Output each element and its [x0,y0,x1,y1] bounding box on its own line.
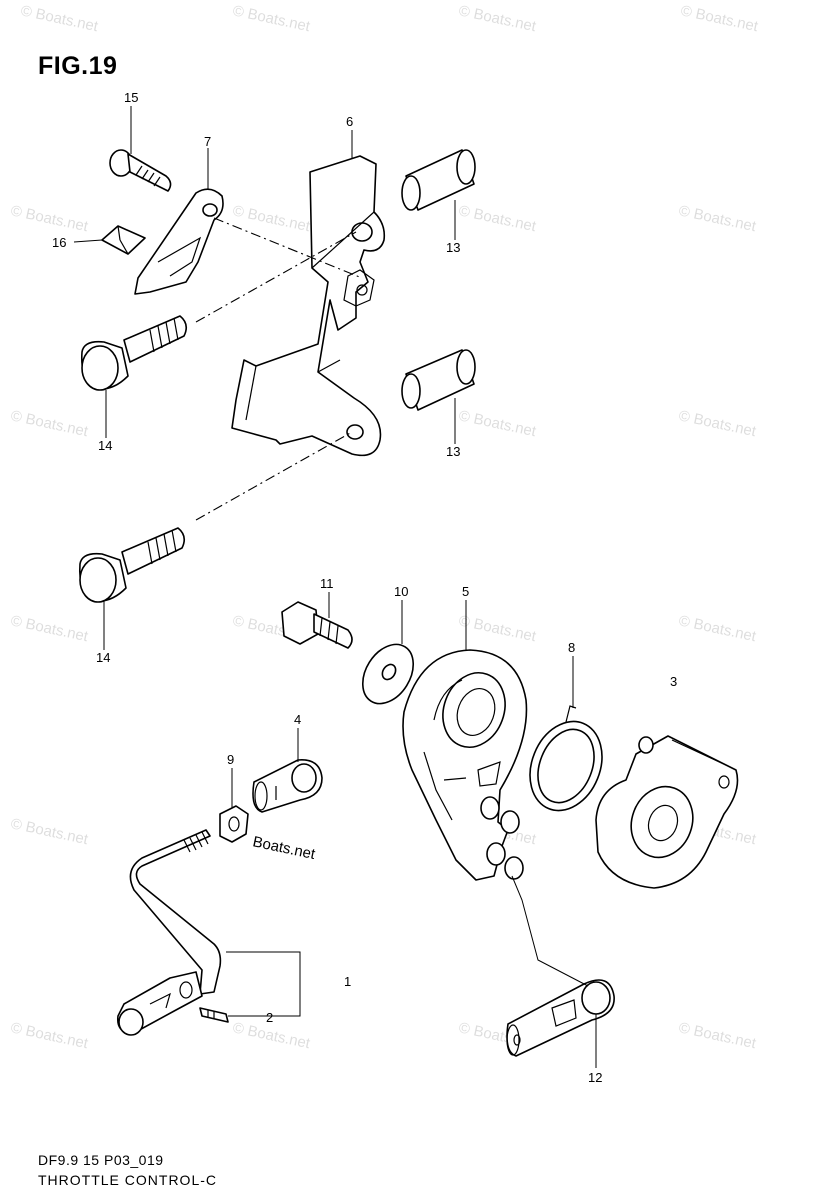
watermark: © Boats.net [457,202,538,235]
part-8-spring [529,705,603,812]
watermark: © Boats.net [9,1019,90,1052]
callout-12: 12 [588,1070,602,1085]
callout-14: 14 [96,650,110,665]
part-12-rod-end [506,979,615,1057]
part-13-spacer-lower [401,349,476,411]
callout-16: 16 [52,235,66,250]
part-3-cover [595,735,739,889]
watermark: © Boats.net [457,2,538,35]
part-2-pin [199,1007,229,1023]
watermark: © Boats.net [231,2,312,35]
watermark: © Boats.net [19,2,100,35]
callout-8: 8 [568,640,575,655]
part-13-spacer-upper [401,149,476,211]
callout-6: 6 [346,114,353,129]
callout-14: 14 [98,438,112,453]
watermark: © Boats.net [677,202,758,235]
part-5-throttle-cam [402,649,528,881]
callout-13: 13 [446,240,460,255]
watermark: © Boats.net [457,612,538,645]
callout-2: 2 [266,1010,273,1025]
watermark: © Boats.net [457,407,538,440]
part-7-link-plate [134,188,224,295]
watermark: © Boats.net [677,1019,758,1052]
callout-7: 7 [204,134,211,149]
linkage-line [511,875,589,987]
figure-title: FIG.19 [38,52,118,80]
callout-10: 10 [394,584,408,599]
callout-3: 3 [670,674,677,689]
watermark: © Boats.net [9,815,90,848]
watermark: © Boats.net [677,407,758,440]
leader-lines [73,106,597,1068]
callout-15: 15 [124,90,138,105]
alignment-line [195,431,353,521]
part-10-washer [361,643,415,705]
inline-watermark: Boats.net [251,833,317,863]
watermark: © Boats.net [677,612,758,645]
callout-5: 5 [462,584,469,599]
part-6-bracket [231,155,386,457]
part-1-throttle-rod [116,829,222,1036]
callout-13: 13 [446,444,460,459]
callout-labels: 15 7 6 16 13 13 14 14 11 10 5 8 3 4 9 1 … [52,90,677,1085]
part-9-nut [219,805,249,843]
callout-4: 4 [294,712,301,727]
watermark: © Boats.net [9,407,90,440]
part-4-rod-end [252,759,323,813]
part-14-bolt-upper [80,315,188,391]
watermark: © Boats.net [9,202,90,235]
figure-code: DF9.9 15 P03_019 [38,1152,164,1168]
watermark: © Boats.net [9,612,90,645]
part-15-bolt [109,149,172,192]
callout-1: 1 [344,974,351,989]
part-11-flange-bolt [281,601,353,649]
alignment-line [213,217,363,279]
part-14-bolt-lower [78,527,186,603]
callout-11: 11 [320,576,334,591]
callout-9: 9 [227,752,234,767]
figure-caption: THROTTLE CONTROL-C [38,1172,217,1188]
part-16-key [101,225,146,255]
watermark: © Boats.net [231,202,312,235]
watermark: © Boats.net [679,2,760,35]
